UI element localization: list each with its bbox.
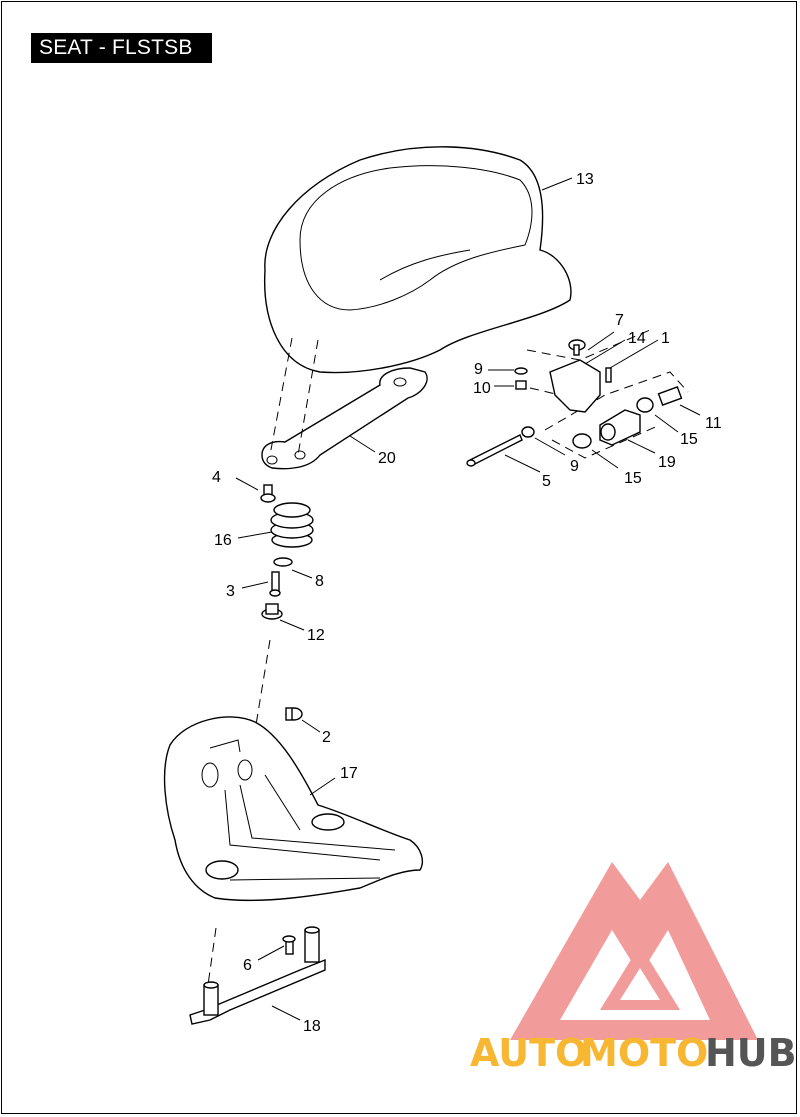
part-16-spring bbox=[270, 502, 314, 548]
part-20-bracket bbox=[261, 367, 428, 470]
part-8-washer bbox=[273, 557, 293, 567]
callout-9-top: 9 bbox=[474, 361, 483, 378]
callout-15-bottom: 15 bbox=[624, 470, 642, 487]
part-14-hinge-bracket bbox=[549, 359, 601, 413]
watermark-moto: MOTO bbox=[580, 1031, 708, 1075]
part-10-nut bbox=[515, 380, 527, 390]
callout-20: 20 bbox=[378, 450, 396, 467]
page-title: SEAT - FLSTSB bbox=[31, 33, 212, 63]
callout-13: 13 bbox=[576, 171, 594, 188]
part-17-seat-pan bbox=[163, 716, 423, 902]
watermark-hub: HUB bbox=[705, 1031, 797, 1075]
watermark-auto: AUTO bbox=[470, 1031, 587, 1075]
callout-10: 10 bbox=[473, 380, 491, 397]
part-11-sleeve bbox=[657, 386, 683, 406]
part-6-screw bbox=[282, 935, 296, 955]
callout-4: 4 bbox=[212, 469, 221, 486]
part-18-base-bracket bbox=[189, 926, 326, 1025]
callout-9-bottom: 9 bbox=[570, 458, 579, 475]
part-13-seat bbox=[263, 146, 572, 374]
callout-15-right: 15 bbox=[680, 431, 698, 448]
part-9-washer-b bbox=[521, 426, 535, 438]
callout-12: 12 bbox=[307, 627, 325, 644]
callout-3: 3 bbox=[226, 583, 235, 600]
callout-6: 6 bbox=[243, 957, 252, 974]
callout-19: 19 bbox=[658, 454, 676, 471]
part-19-bushing-block bbox=[599, 409, 641, 446]
part-7-fastener bbox=[568, 339, 586, 356]
part-1-pin bbox=[605, 367, 612, 383]
callout-18: 18 bbox=[303, 1018, 321, 1035]
part-15-bushing-a bbox=[636, 397, 654, 413]
callout-2: 2 bbox=[322, 729, 331, 746]
callout-1: 1 bbox=[661, 330, 670, 347]
part-9-washer-a bbox=[514, 367, 528, 375]
part-5-bolt bbox=[466, 434, 523, 467]
part-2-knob bbox=[285, 707, 303, 721]
callout-5: 5 bbox=[542, 473, 551, 490]
part-4-screw bbox=[260, 484, 276, 503]
callout-11: 11 bbox=[705, 415, 722, 432]
callout-16: 16 bbox=[214, 532, 232, 549]
callout-8: 8 bbox=[315, 573, 324, 590]
part-12-nut bbox=[261, 603, 283, 620]
callout-7: 7 bbox=[615, 312, 624, 329]
callout-17: 17 bbox=[340, 765, 358, 782]
watermark-wordmark: AUTO MOTO HUB bbox=[470, 1031, 797, 1075]
part-3-bolt bbox=[269, 571, 281, 597]
callout-14: 14 bbox=[628, 330, 646, 347]
watermark-logo-icon bbox=[510, 862, 758, 1040]
part-15-bushing-b bbox=[572, 433, 592, 449]
